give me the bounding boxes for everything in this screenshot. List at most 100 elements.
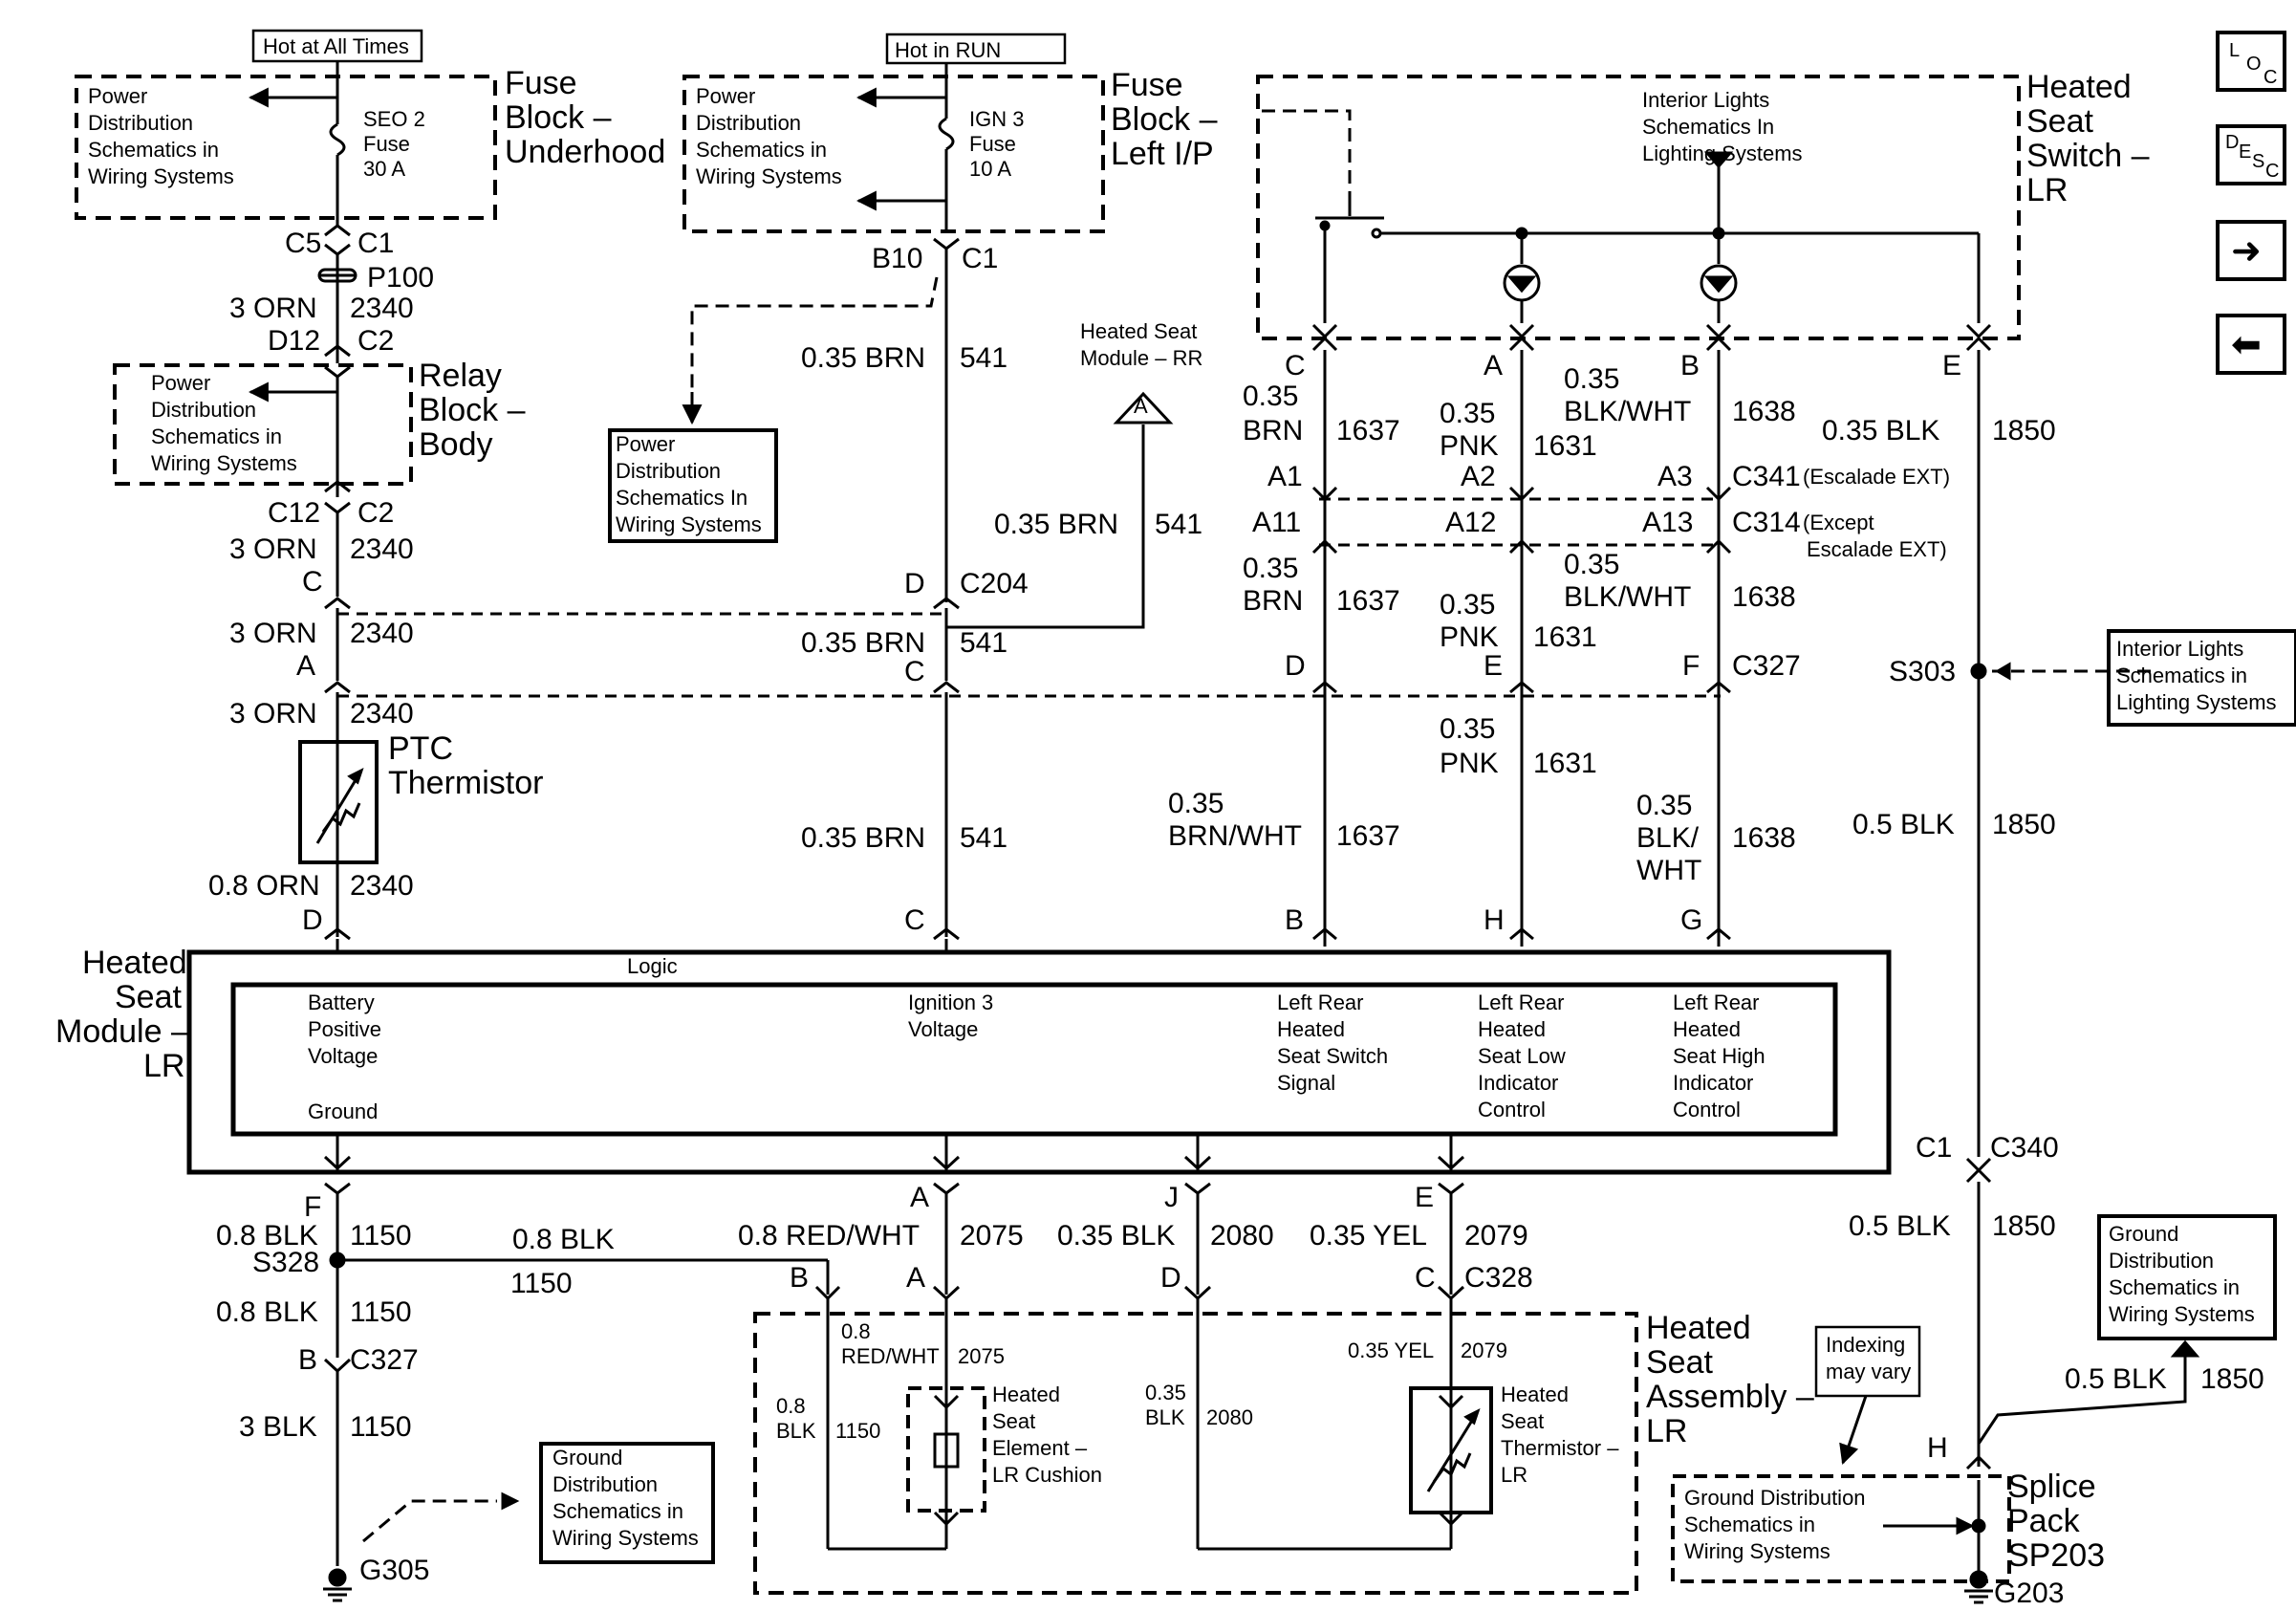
svg-text:10 A: 10 A xyxy=(969,157,1011,181)
svg-text:1150: 1150 xyxy=(350,1296,412,1328)
svg-text:Distribution: Distribution xyxy=(616,459,721,483)
svg-text:A1: A1 xyxy=(1267,461,1303,492)
heated-seat-thermistor: Heated xyxy=(1501,1382,1569,1406)
svg-text:Schematics in: Schematics in xyxy=(2116,664,2247,687)
svg-text:F: F xyxy=(304,1191,321,1223)
svg-text:0.35: 0.35 xyxy=(1243,381,1298,412)
svg-text:0.8 RED/WHT: 0.8 RED/WHT xyxy=(738,1220,920,1252)
svg-text:Wiring Systems: Wiring Systems xyxy=(616,512,762,536)
heated-seat-module-lr: Heated xyxy=(82,945,187,981)
next-page-button[interactable]: ➜ xyxy=(2216,220,2286,281)
svg-text:may vary: may vary xyxy=(1826,1360,1911,1383)
svg-text:0.35: 0.35 xyxy=(1564,363,1619,395)
splice-pack: Splice xyxy=(2007,1469,2096,1505)
svg-text:Seat: Seat xyxy=(2026,103,2093,140)
svg-text:2340: 2340 xyxy=(350,533,414,565)
svg-text:1637: 1637 xyxy=(1336,585,1400,617)
svg-text:0.35 YEL: 0.35 YEL xyxy=(1348,1339,1434,1362)
svg-text:Body: Body xyxy=(419,426,493,463)
power-dist-1: Power xyxy=(88,84,147,108)
hot-in-run: Hot in RUN xyxy=(895,38,1001,62)
svg-text:C2: C2 xyxy=(357,325,394,357)
svg-text:2340: 2340 xyxy=(350,618,414,649)
svg-text:0.35: 0.35 xyxy=(1440,713,1495,745)
svg-text:541: 541 xyxy=(1155,509,1202,540)
svg-text:Schematics in: Schematics in xyxy=(552,1499,683,1523)
svg-text:2079: 2079 xyxy=(1461,1339,1507,1362)
svg-text:Seat: Seat xyxy=(115,979,182,1015)
svg-text:Schematics In: Schematics In xyxy=(616,486,747,510)
svg-text:PNK: PNK xyxy=(1440,621,1499,653)
svg-text:1638: 1638 xyxy=(1732,822,1796,854)
svg-text:Signal: Signal xyxy=(1277,1071,1335,1095)
desc-button[interactable]: D E S C xyxy=(2216,124,2286,185)
svg-text:Module –: Module – xyxy=(55,1013,189,1050)
arrow-left-icon: ⬅ xyxy=(2231,325,2262,365)
svg-text:C328: C328 xyxy=(1464,1262,1533,1294)
svg-text:1631: 1631 xyxy=(1533,748,1597,779)
svg-text:C1: C1 xyxy=(962,243,998,274)
svg-text:B: B xyxy=(298,1344,317,1376)
heated-seat-switch-lr: Heated xyxy=(2026,69,2132,105)
prev-page-button[interactable]: ⬅ xyxy=(2216,314,2286,375)
svg-text:Distribution: Distribution xyxy=(2109,1249,2214,1273)
svg-text:0.35: 0.35 xyxy=(1440,398,1495,429)
svg-text:LR: LR xyxy=(143,1048,184,1084)
svg-text:LR: LR xyxy=(2026,172,2068,208)
svg-text:1637: 1637 xyxy=(1336,415,1400,446)
fuse-block-underhood: Fuse xyxy=(505,65,577,101)
svg-text:Fuse: Fuse xyxy=(363,132,410,156)
svg-text:Voltage: Voltage xyxy=(308,1044,378,1068)
svg-text:C12: C12 xyxy=(268,497,320,529)
svg-text:0.35 BRN: 0.35 BRN xyxy=(994,509,1118,540)
svg-text:Seat: Seat xyxy=(1646,1344,1713,1381)
svg-text:B10: B10 xyxy=(872,243,922,274)
svg-text:0.35 BRN: 0.35 BRN xyxy=(801,342,925,374)
svg-text:0.5 BLK: 0.5 BLK xyxy=(2065,1363,2167,1395)
svg-text:Thermistor –: Thermistor – xyxy=(1501,1436,1619,1460)
svg-text:Pack: Pack xyxy=(2007,1503,2081,1539)
svg-text:Lighting Systems: Lighting Systems xyxy=(2116,690,2277,714)
svg-text:2075: 2075 xyxy=(960,1220,1024,1252)
heated-seat-assembly-lr: Heated xyxy=(1646,1310,1751,1346)
svg-text:Seat: Seat xyxy=(992,1409,1035,1433)
svg-text:C340: C340 xyxy=(1990,1132,2059,1164)
svg-text:Wiring Systems: Wiring Systems xyxy=(552,1526,699,1550)
svg-text:541: 541 xyxy=(960,627,1007,659)
relay-block-body: Relay xyxy=(419,358,502,394)
svg-text:3 ORN: 3 ORN xyxy=(229,533,317,565)
seo2-fuse: SEO 2 xyxy=(363,107,425,131)
svg-text:C314: C314 xyxy=(1732,507,1801,538)
svg-text:Left I/P: Left I/P xyxy=(1111,136,1214,172)
svg-text:A11: A11 xyxy=(1252,507,1301,538)
arrow-right-icon: ➜ xyxy=(2231,231,2262,272)
svg-text:1150: 1150 xyxy=(835,1419,880,1443)
svg-text:3 ORN: 3 ORN xyxy=(229,618,317,649)
svg-text:C: C xyxy=(1415,1262,1436,1294)
svg-text:A: A xyxy=(906,1262,925,1294)
svg-text:1631: 1631 xyxy=(1533,621,1597,653)
pin-low-indicator: Left Rear xyxy=(1478,991,1565,1014)
g203: G203 xyxy=(1994,1578,2064,1609)
svg-text:Switch –: Switch – xyxy=(2026,138,2150,174)
svg-text:0.35 BRN: 0.35 BRN xyxy=(801,627,925,659)
svg-text:1850: 1850 xyxy=(1992,1210,2056,1242)
ptc-thermistor: PTC xyxy=(388,730,453,767)
svg-text:0.8 BLK: 0.8 BLK xyxy=(216,1220,318,1252)
svg-text:1638: 1638 xyxy=(1732,581,1796,613)
svg-text:0.5 BLK: 0.5 BLK xyxy=(1849,1210,1951,1242)
svg-text:3 ORN: 3 ORN xyxy=(229,293,317,324)
loc-button[interactable]: L O C xyxy=(2216,31,2286,92)
loc-l: L xyxy=(2229,40,2241,61)
svg-text:H: H xyxy=(1927,1432,1948,1464)
svg-text:A3: A3 xyxy=(1657,461,1693,492)
svg-text:A: A xyxy=(1484,350,1503,381)
svg-text:Power: Power xyxy=(616,432,675,456)
logic-label: Logic xyxy=(627,954,678,978)
svg-text:D: D xyxy=(1160,1262,1181,1294)
svg-text:Block –: Block – xyxy=(505,99,612,136)
svg-text:A2: A2 xyxy=(1461,461,1496,492)
s303: S303 xyxy=(1889,656,1956,687)
svg-text:0.35 BLK: 0.35 BLK xyxy=(1057,1220,1175,1252)
svg-text:0.35: 0.35 xyxy=(1440,589,1495,620)
